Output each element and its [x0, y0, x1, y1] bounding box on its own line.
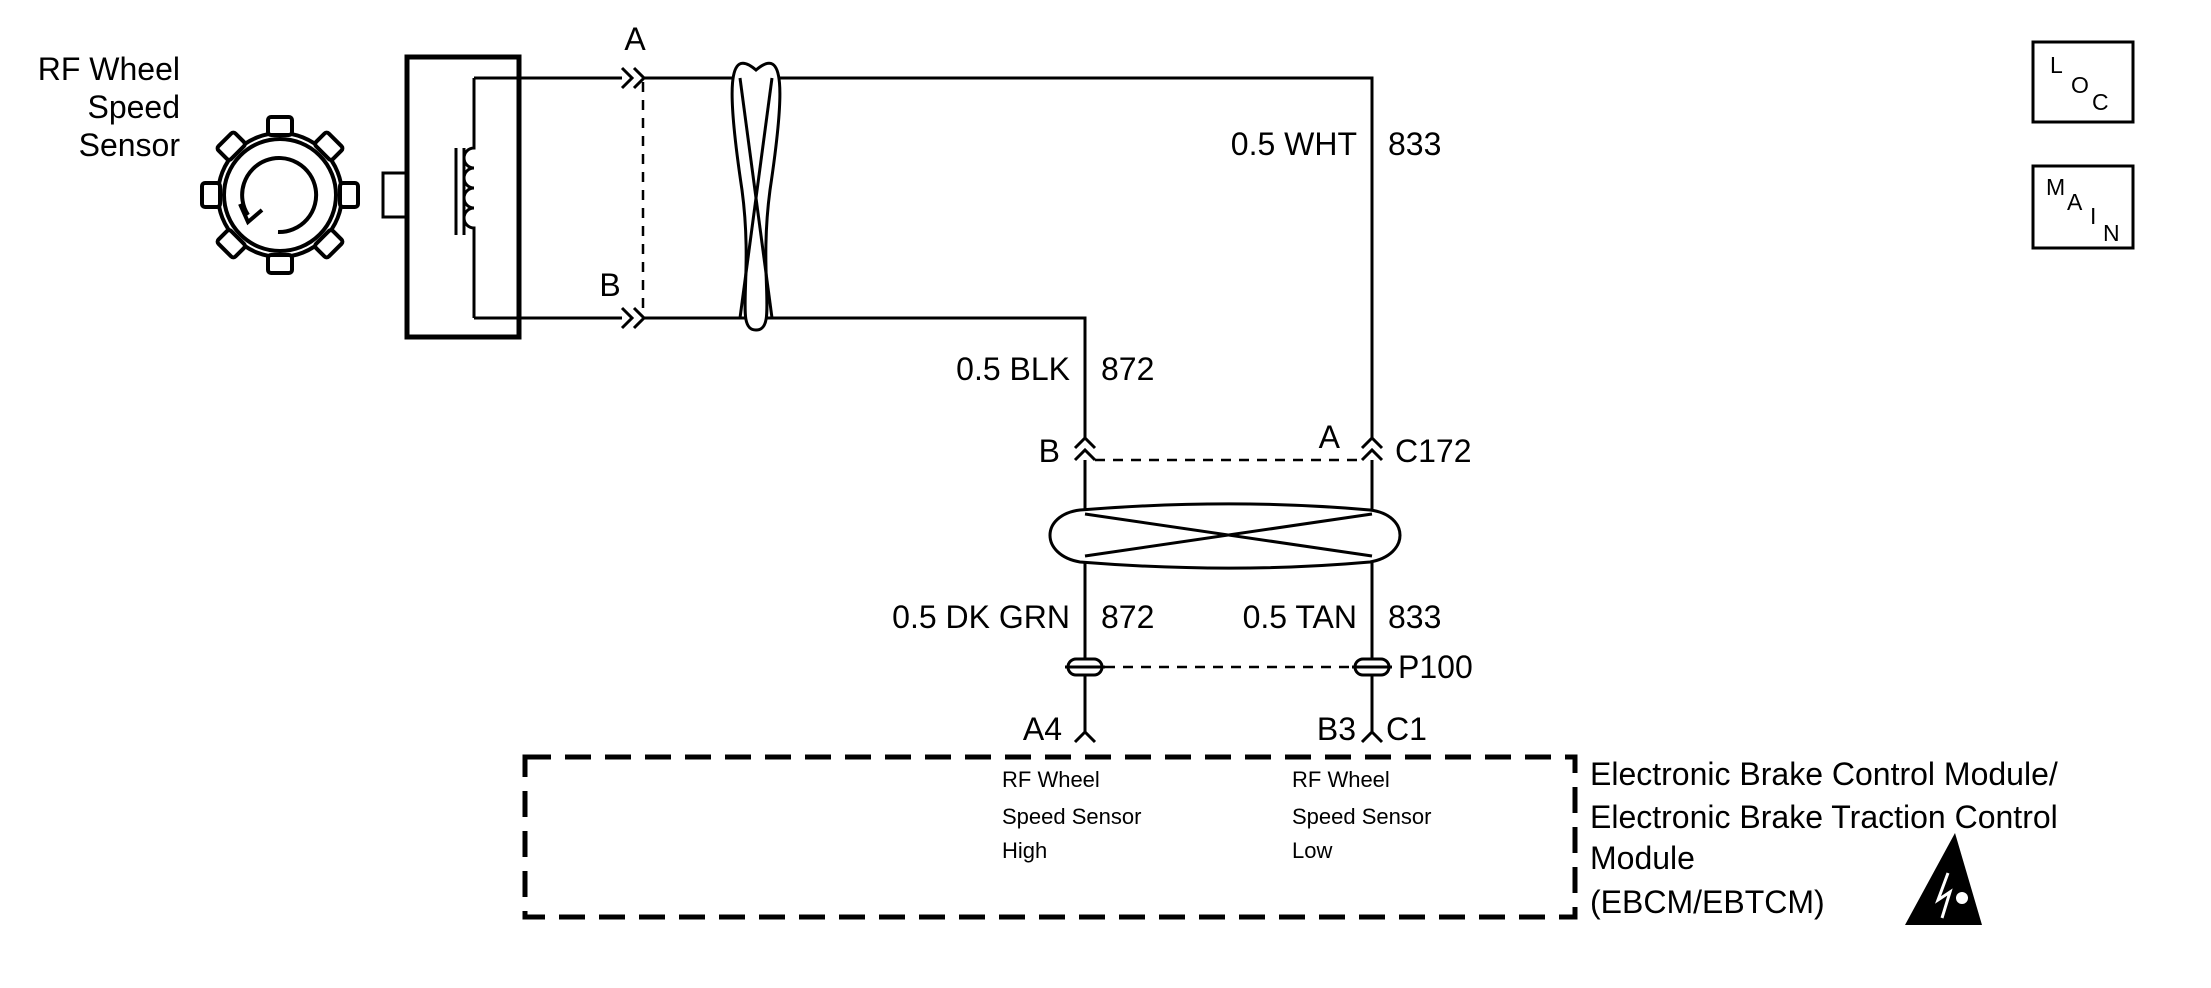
wire-833-top-color: 0.5 WHT: [1231, 126, 1357, 162]
wire-872-top-color: 0.5 BLK: [956, 351, 1070, 387]
sensor-pin-a-label: A: [624, 21, 646, 57]
main-button[interactable]: M A I N: [2031, 164, 2135, 250]
wire-833-top-circuit: 833: [1388, 126, 1441, 162]
main-letter-n: N: [2103, 220, 2120, 246]
splice-pack-p100: P100: [1065, 649, 1473, 685]
terminal-high-line-3: High: [1002, 838, 1047, 863]
c172-name-label: C172: [1395, 433, 1472, 469]
esd-warning-icon: [1905, 833, 1982, 925]
tone-wheel-icon: [200, 115, 360, 275]
sensor-label-line-3: Sensor: [79, 127, 181, 163]
wire-833-top: [644, 76, 1374, 440]
wire-872-bottom-color: 0.5 DK GRN: [892, 599, 1070, 635]
c172-pin-a-label: A: [1319, 419, 1341, 455]
twisted-pair-bottom-icon: [1048, 502, 1402, 570]
module-pin-b3-label: B3: [1317, 711, 1356, 747]
module-label-line-4: (EBCM/EBTCM): [1590, 884, 1825, 920]
main-letter-m: M: [2046, 174, 2065, 200]
twisted-pair-top-icon: [730, 61, 782, 332]
sensor-label-line-1: RF Wheel: [38, 51, 180, 87]
terminal-high-line-2: Speed Sensor: [1002, 804, 1141, 829]
ebcm-module-boundary: [522, 754, 1578, 920]
sensor-connector: A B: [599, 21, 646, 330]
module-label-line-1: Electronic Brake Control Module/: [1590, 756, 2058, 792]
sensor-label-line-2: Speed: [87, 89, 180, 125]
wire-872-top-circuit: 872: [1101, 351, 1154, 387]
terminal-low-line-1: RF Wheel: [1292, 767, 1390, 792]
sensor-label: RF Wheel Speed Sensor: [38, 51, 181, 163]
module-pin-a4-label: A4: [1023, 711, 1062, 747]
loc-letter-c: C: [2092, 89, 2109, 115]
wire-833-bottom-color: 0.5 TAN: [1243, 599, 1357, 635]
terminal-high-description: RF Wheel Speed Sensor High: [1002, 767, 1141, 863]
module-label: Electronic Brake Control Module/ Electro…: [1590, 756, 2058, 920]
wire-872-bottom-circuit: 872: [1101, 599, 1154, 635]
loc-button[interactable]: L O C: [2031, 40, 2135, 124]
main-letter-i: I: [2090, 203, 2096, 229]
p100-name-label: P100: [1398, 649, 1473, 685]
module-label-line-2: Electronic Brake Traction Control: [1590, 799, 2058, 835]
wire-872-top: [644, 316, 1087, 440]
terminal-high-line-1: RF Wheel: [1002, 767, 1100, 792]
c172-pin-b-label: B: [1039, 433, 1060, 469]
module-connector-c1-label: C1: [1386, 711, 1427, 747]
terminal-low-line-2: Speed Sensor: [1292, 804, 1431, 829]
sensor-coil-icon: [454, 76, 622, 320]
sensor-body: [381, 54, 522, 340]
main-letter-a: A: [2067, 189, 2083, 215]
terminal-low-line-3: Low: [1292, 838, 1332, 863]
module-label-line-3: Module: [1590, 840, 1695, 876]
loc-letter-l: L: [2050, 52, 2063, 78]
terminal-low-description: RF Wheel Speed Sensor Low: [1292, 767, 1431, 863]
wire-833-bottom-circuit: 833: [1388, 599, 1441, 635]
sensor-pin-b-label: B: [599, 267, 620, 303]
connector-c172: B A C172: [1039, 419, 1472, 469]
module-pins: A4 B3 C1: [1023, 711, 1427, 747]
loc-letter-o: O: [2071, 72, 2089, 98]
